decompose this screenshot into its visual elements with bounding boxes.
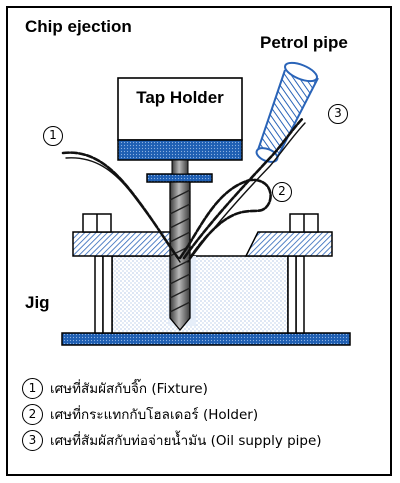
tap-holder-label: Tap Holder	[136, 88, 224, 107]
callout-1: 1	[43, 126, 63, 146]
tap-flutes	[169, 189, 191, 313]
legend-text-2: เศษที่กระแทกกับโฮลเดอร์ (Holder)	[50, 407, 259, 423]
diagram-title: Chip ejection	[25, 17, 132, 36]
figure-frame	[6, 6, 392, 476]
callout-3: 3	[328, 104, 348, 124]
jig-body	[111, 255, 289, 334]
tap-holder-box	[117, 77, 243, 141]
chip-3-twin	[187, 122, 306, 263]
jig-label: Jig	[25, 293, 50, 312]
holder-nut	[146, 173, 213, 183]
callout-2: 2	[272, 182, 292, 202]
legend-item-2: 2 เศษที่กระแทกกับโฮลเดอร์ (Holder)	[22, 401, 382, 427]
jig-post-left-inner	[102, 255, 113, 334]
chip-3	[182, 116, 305, 260]
clamp-right	[244, 231, 333, 257]
jig-post-left	[94, 255, 104, 334]
holder-shank	[171, 159, 189, 175]
base-plate	[61, 332, 351, 346]
chip-2	[178, 178, 272, 260]
jig-post-right-inner	[287, 255, 297, 334]
chip-1-twin	[65, 157, 181, 263]
legend-number-1: 1	[22, 377, 43, 399]
legend-number-3: 3	[22, 429, 43, 451]
clamp-left	[72, 231, 174, 257]
chips	[61, 116, 306, 263]
legend: 1 เศษที่สัมผัสกับจิ๊ก (Fixture) 2 เศษที่…	[22, 375, 382, 453]
petrol-pipe	[255, 61, 319, 163]
jig-post-right	[295, 255, 305, 334]
legend-number-2: 2	[22, 403, 43, 425]
legend-item-1: 1 เศษที่สัมผัสกับจิ๊ก (Fixture)	[22, 375, 382, 401]
petrol-pipe-label: Petrol pipe	[260, 33, 348, 52]
legend-text-1: เศษที่สัมผัสกับจิ๊ก (Fixture)	[50, 381, 208, 397]
legend-item-3: 3 เศษที่สัมผัสกับท่อจ่ายน้ำมัน (Oil supp…	[22, 427, 382, 453]
legend-text-3: เศษที่สัมผัสกับท่อจ่ายน้ำมัน (Oil supply…	[50, 433, 322, 449]
holder-collar	[117, 139, 243, 161]
